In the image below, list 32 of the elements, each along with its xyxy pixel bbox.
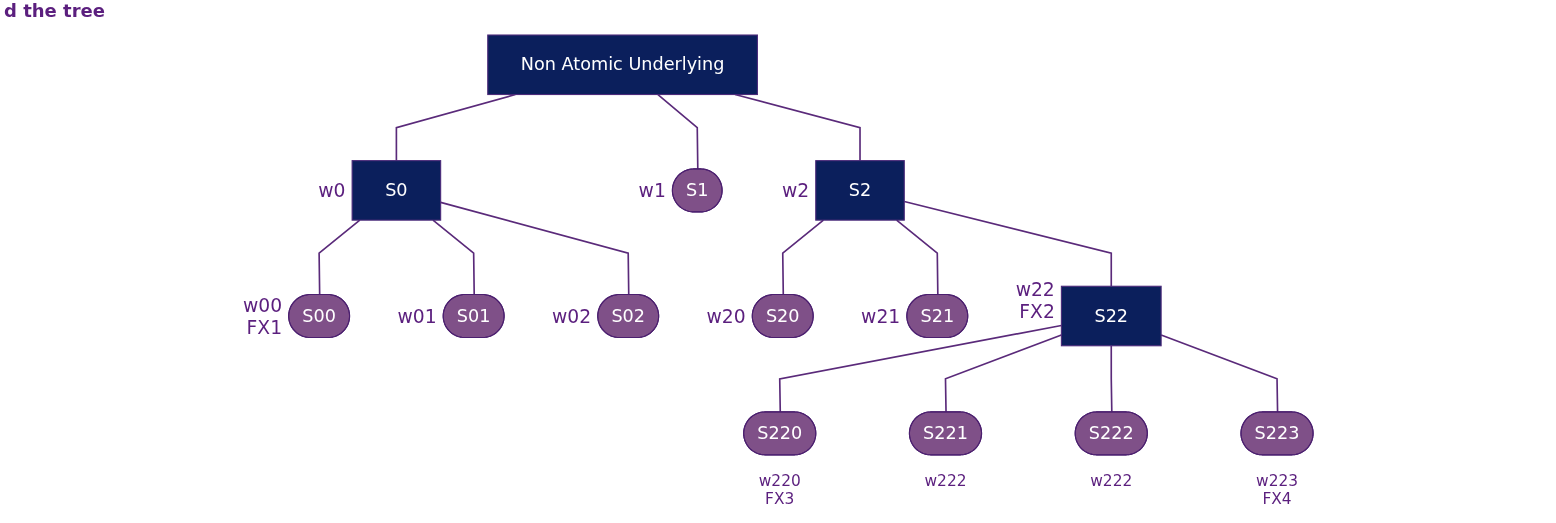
- weight-label: w220 FX3: [758, 471, 801, 509]
- weight-label: w223 FX4: [1256, 471, 1299, 509]
- tree-node-box: S22: [1060, 285, 1162, 347]
- connector-line: [895, 219, 939, 296]
- tree-node-box: S0: [351, 160, 442, 221]
- tree-node-ellipse: S00: [288, 293, 351, 339]
- weight-label: w222: [1090, 471, 1133, 490]
- tree-node-box: Non Atomic Underlying: [487, 34, 758, 96]
- weight-label: w21: [861, 305, 901, 327]
- tree-node-ellipse: S02: [597, 293, 660, 339]
- tree-node-ellipse: S220: [743, 411, 817, 456]
- connector-line: [781, 219, 825, 296]
- tree-node-ellipse: S21: [906, 293, 969, 339]
- weight-label: w222: [924, 471, 967, 490]
- weight-label: w0: [318, 180, 346, 201]
- weight-label: w20: [706, 305, 746, 327]
- weight-label: w00 FX1: [242, 294, 283, 338]
- weight-label: w01: [397, 305, 437, 327]
- weight-label: w22 FX2: [1015, 279, 1055, 323]
- weight-label: w02: [552, 305, 592, 327]
- tree-node-ellipse: S221: [908, 411, 983, 456]
- weight-label: w1: [638, 180, 666, 201]
- weight-label: w2: [781, 180, 810, 201]
- tree-node-ellipse: S1: [671, 168, 723, 213]
- tree-node-ellipse: S222: [1074, 411, 1148, 456]
- tree-node-ellipse: S01: [442, 293, 505, 339]
- connector-line: [318, 219, 361, 296]
- tree-node-box: S2: [815, 160, 905, 221]
- tree-node-ellipse: S20: [751, 293, 814, 339]
- title: d the tree: [4, 0, 105, 21]
- connector-line: [432, 219, 476, 296]
- tree-node-ellipse: S223: [1240, 411, 1314, 456]
